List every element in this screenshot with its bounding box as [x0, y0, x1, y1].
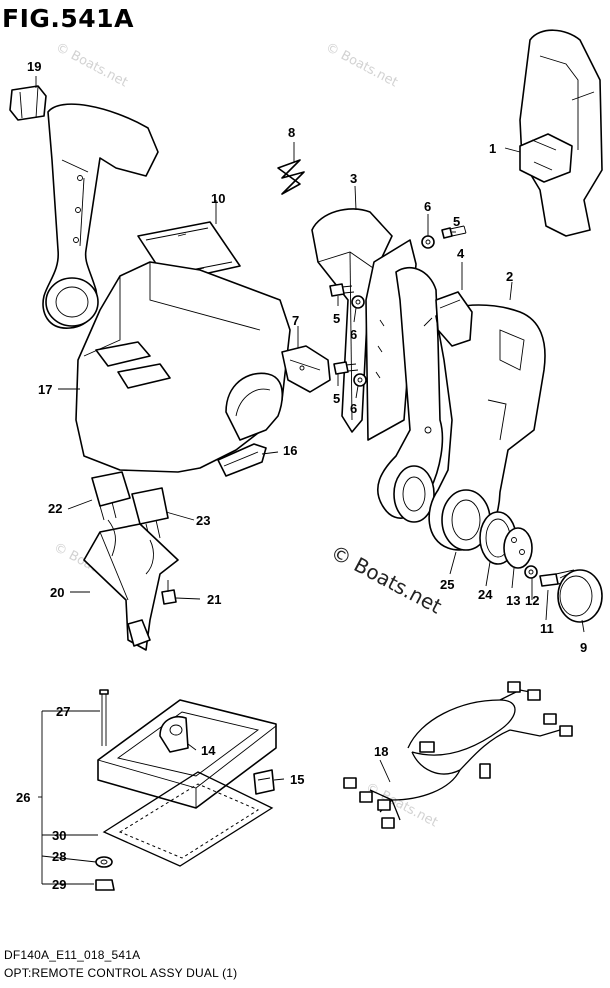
callout-14: 14 — [201, 743, 216, 758]
left-control-lever — [42, 103, 159, 329]
figure-title: FIG.541A — [2, 4, 134, 33]
part-26-base-assy — [97, 699, 277, 809]
part-29-nut — [95, 879, 115, 891]
part-20-mount-bracket — [83, 519, 179, 651]
part-5-screw — [333, 361, 359, 375]
part-5-screw — [441, 225, 467, 239]
part-25-lever-arm — [376, 266, 444, 523]
part-13-plate — [503, 527, 533, 569]
callout-6: 6 — [350, 401, 358, 416]
part-12-washer — [524, 565, 538, 579]
leader-lines — [35, 76, 585, 885]
part-7-bracket — [281, 345, 331, 393]
part-22-connector — [91, 471, 131, 521]
callout-11: 11 — [540, 621, 554, 636]
callout-26: 26 — [16, 790, 31, 805]
part-15-clip — [253, 769, 275, 795]
part-16-plate — [217, 443, 267, 477]
part-5-screw — [329, 283, 355, 297]
callout-16: 16 — [283, 443, 298, 458]
callout-5: 5 — [453, 214, 461, 229]
part-30-gasket — [102, 771, 274, 867]
callout-3: 3 — [350, 171, 358, 186]
callout-29: 29 — [52, 877, 67, 892]
part-6-washer — [353, 373, 367, 387]
callout-25: 25 — [440, 577, 455, 592]
callout-6: 6 — [350, 327, 358, 342]
figure-caption: OPT:REMOTE CONTROL ASSY DUAL (1) — [4, 966, 238, 980]
part-19-cap — [9, 85, 47, 121]
part-6-washer — [351, 295, 365, 309]
figure-code: DF140A_E11_018_541A — [4, 948, 141, 962]
part-27-bolt — [99, 689, 109, 746]
part-1-remote-control-assy — [519, 29, 603, 237]
callout-10: 10 — [211, 191, 226, 206]
callout-18: 18 — [374, 744, 389, 759]
callout-19: 19 — [27, 59, 42, 74]
part-6-washer — [421, 235, 435, 249]
callout-22: 22 — [48, 501, 63, 516]
callout-12: 12 — [525, 593, 540, 608]
callout-27: 27 — [56, 704, 71, 719]
part-4-switch — [423, 291, 473, 347]
part-28-washer — [95, 856, 113, 868]
callout-30: 30 — [52, 828, 67, 843]
callout-7: 7 — [292, 313, 300, 328]
callout-23: 23 — [196, 513, 211, 528]
callout-20: 20 — [50, 585, 65, 600]
callout-28: 28 — [52, 849, 67, 864]
callout-5: 5 — [333, 391, 341, 406]
part-17-housing-cover — [75, 261, 291, 473]
callout-6: 6 — [424, 199, 432, 214]
part-23-connector — [131, 487, 169, 541]
callout-1: 1 — [489, 141, 497, 156]
part-3-side-cover — [311, 208, 393, 433]
part-9-knob-cap — [557, 569, 603, 623]
part-2-lever-arm — [428, 304, 546, 551]
callout-9: 9 — [580, 640, 588, 655]
part-18-wiring-harness — [343, 681, 573, 829]
callout-4: 4 — [457, 246, 465, 261]
part-21-screw — [161, 580, 177, 605]
callout-5: 5 — [333, 311, 341, 326]
callout-24: 24 — [478, 587, 493, 602]
callout-2: 2 — [506, 269, 514, 284]
callout-13: 13 — [506, 593, 521, 608]
part-8-emblem — [277, 159, 305, 195]
callout-8: 8 — [288, 125, 296, 140]
callout-17: 17 — [38, 382, 53, 397]
callout-21: 21 — [207, 592, 222, 607]
callout-15: 15 — [290, 772, 305, 787]
